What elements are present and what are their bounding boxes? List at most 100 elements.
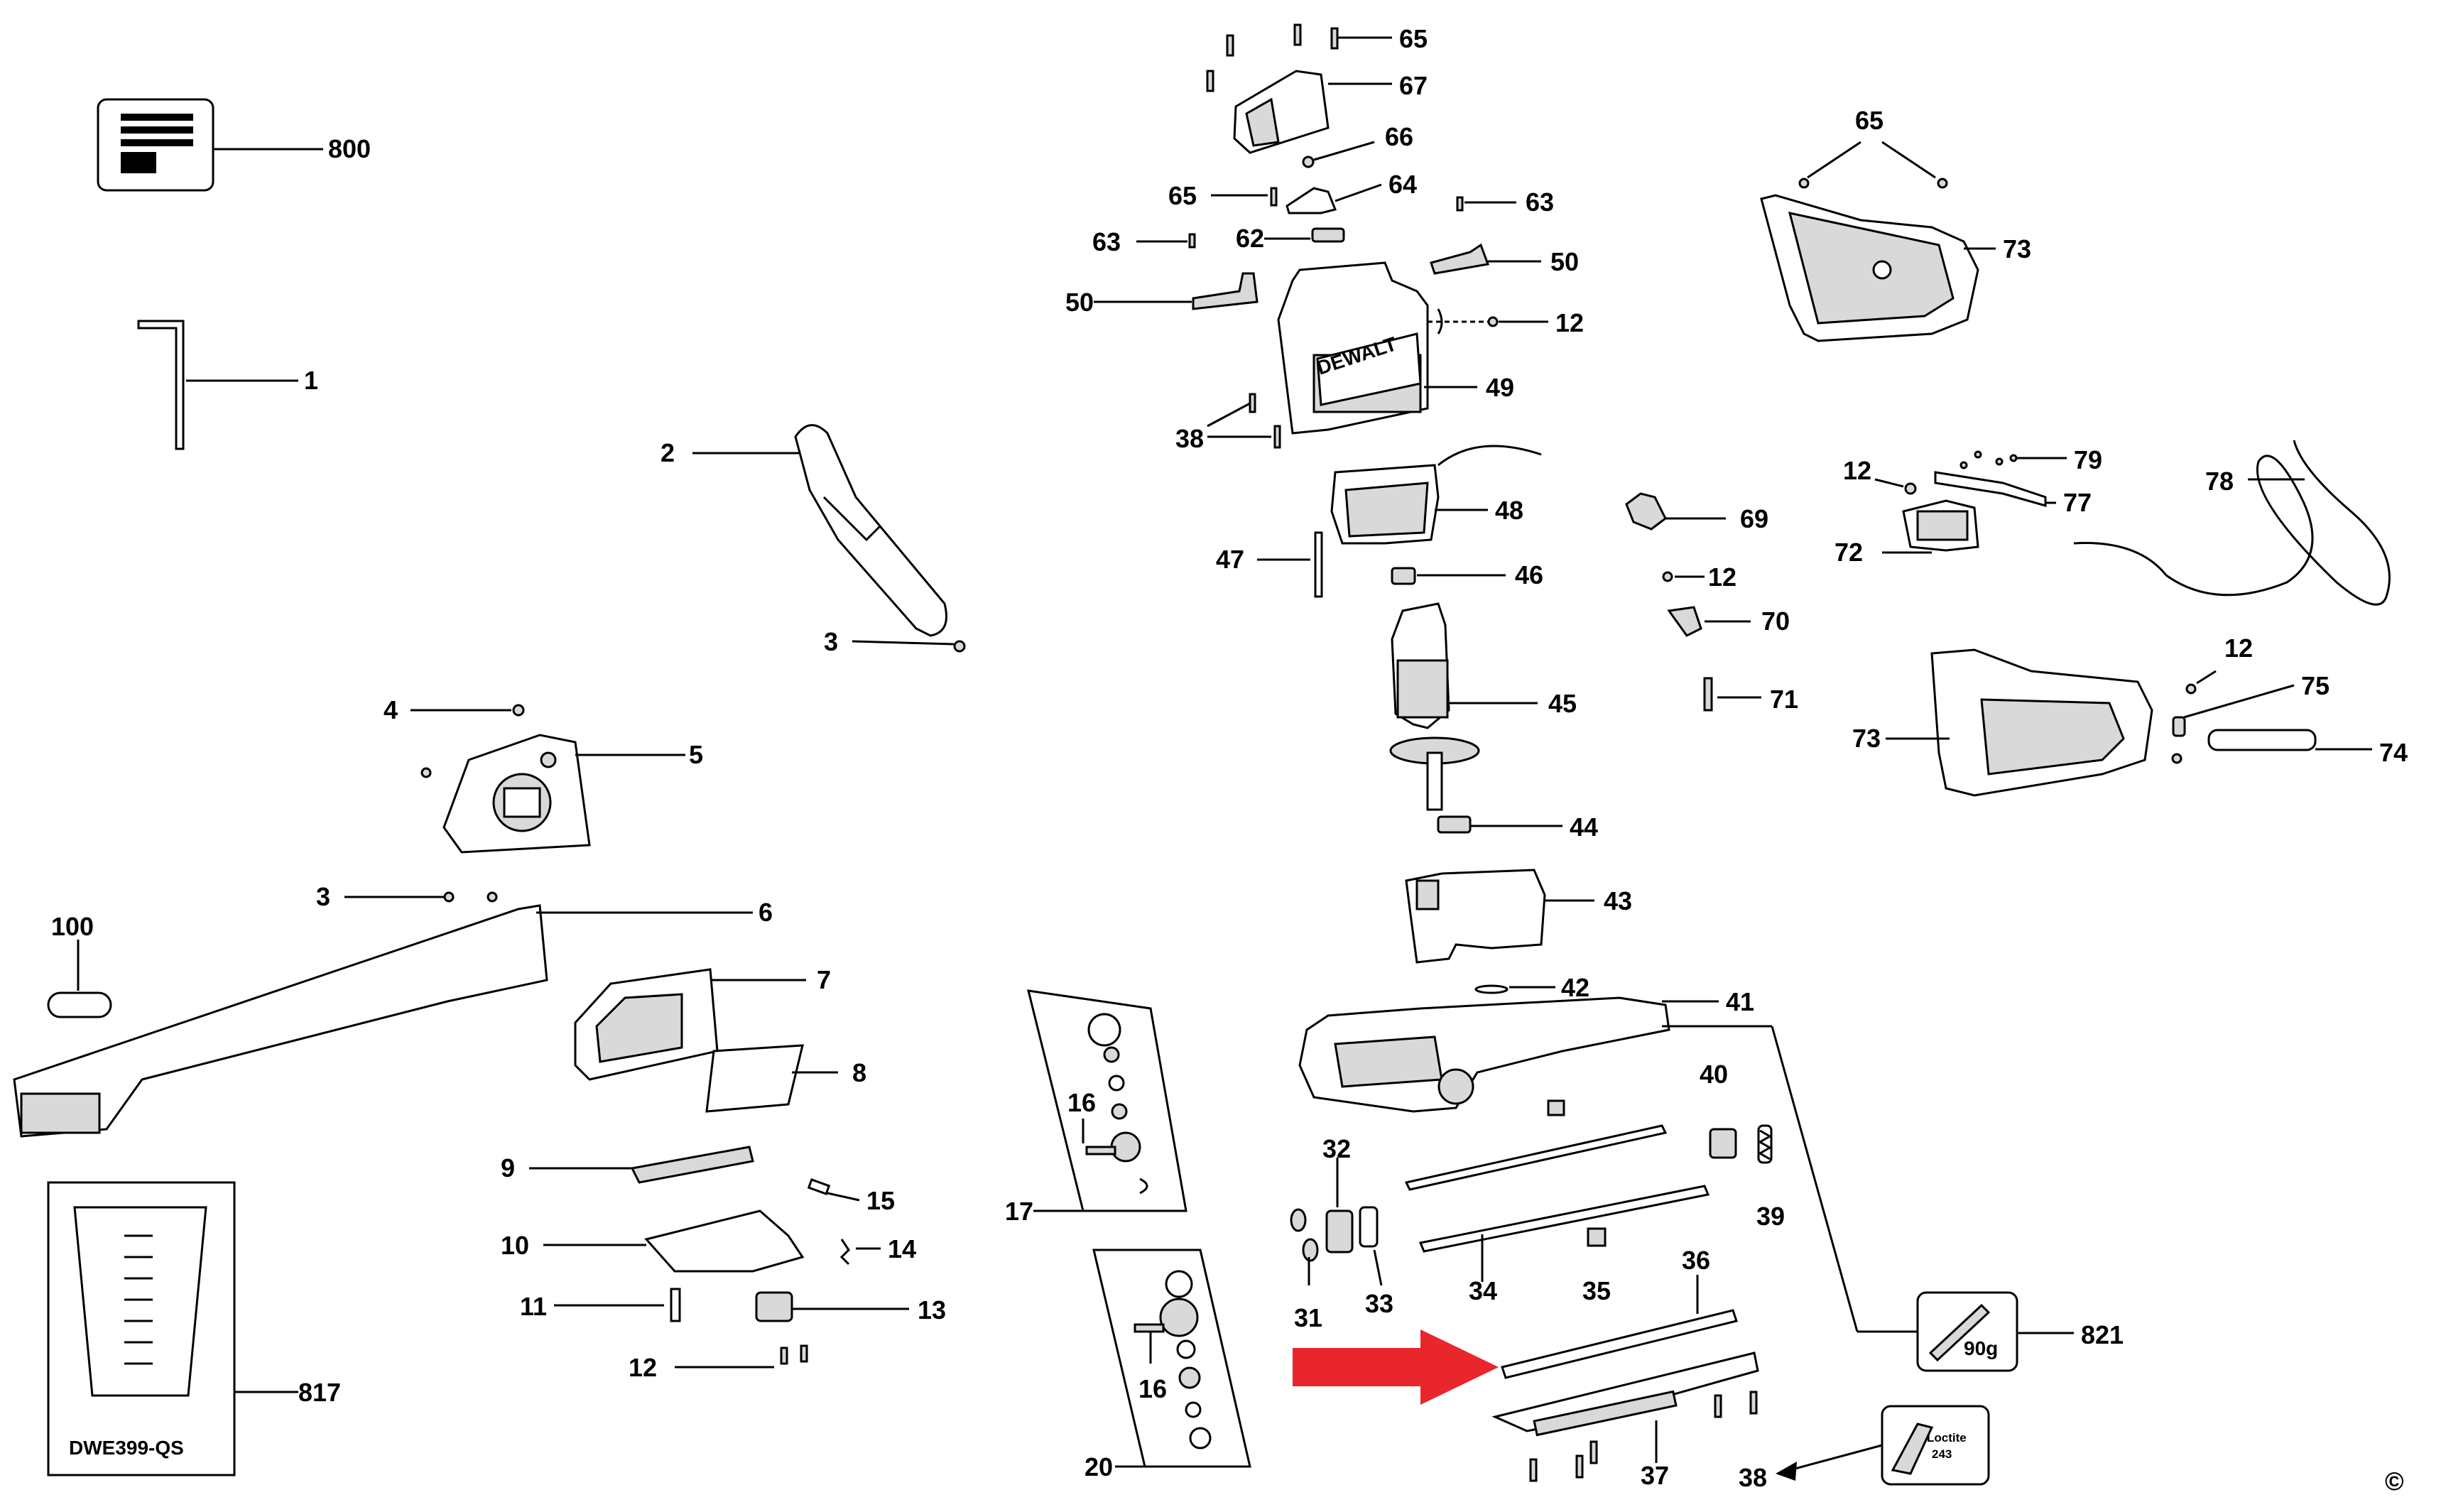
callout-41: 41 [1726,987,1754,1016]
callout-44: 44 [1570,812,1598,842]
part-65-screws-top [1206,23,1392,92]
loctite-label: Loctite [1927,1431,1967,1445]
callout-69: 69 [1740,504,1768,533]
part-63-screw-left [1136,233,1196,249]
part-38-screws-motor [1207,393,1281,449]
part-100-gauge-sheet [47,1181,298,1476]
part-47-rod [1257,531,1323,598]
part-32-block [1325,1158,1354,1253]
callout-64: 64 [1388,170,1417,199]
part-43-gear-housing [1405,869,1594,964]
part-38-screws-base [1529,1391,1758,1482]
callout-50-right: 50 [1550,247,1579,276]
part-12-screw-right [2185,670,2217,695]
part-40-slider [1709,1128,1737,1159]
part-36-plate [1501,1275,1738,1379]
part-15-pin [807,1177,860,1202]
part-4-screw [411,704,525,717]
part-73-housing-top [1760,141,1996,342]
callout-34: 34 [1469,1276,1497,1305]
part-50-clip-right [1430,243,1541,275]
callout-63-right: 63 [1526,187,1554,217]
callout-75: 75 [2301,671,2330,700]
callout-4: 4 [384,695,398,724]
callout-35: 35 [1582,1276,1611,1305]
callout-73-top: 73 [2003,234,2031,263]
callout-65-top: 65 [1399,24,1428,53]
part-loctite: Loctite 243 [1776,1405,1990,1486]
part-74-pin [2171,729,2372,764]
callout-11: 11 [520,1292,547,1321]
part-1-hex-key [137,320,298,450]
part-66-screw [1302,141,1375,168]
callout-48: 48 [1495,496,1523,525]
callout-3-top: 3 [824,627,838,656]
callout-100: 817 [298,1378,341,1407]
grease-amount: 90g [1964,1337,1998,1359]
callout-40: 40 [1700,1060,1728,1089]
part-50-clip-left [1094,272,1259,310]
part-33-gasket [1359,1206,1383,1286]
part-72-switch [1874,478,1979,554]
callout-70: 70 [1761,607,1790,636]
part-71-spring [1703,677,1761,712]
part-62-bushing [1264,227,1345,243]
part-35-pin [1587,1227,1607,1247]
callout-12-bottom: 12 [629,1353,657,1382]
callout-47: 47 [1216,545,1244,574]
callout-62: 62 [1236,224,1264,253]
callout-10: 10 [501,1231,529,1260]
callout-6: 6 [759,898,773,927]
part-70-cam [1667,606,1751,637]
callout-8: 8 [852,1058,866,1087]
callout-817: 100 [51,912,94,941]
part-78-cable [2073,440,2391,606]
callout-31: 31 [1294,1303,1322,1332]
part-44-bearing [1437,815,1562,834]
part-3-screw [852,640,966,653]
part-64-clip [1285,183,1382,214]
part-34-shafts [1404,1099,1710,1282]
part-821-label [97,98,323,192]
callout-79: 79 [2074,445,2102,474]
part-14-spring [839,1239,881,1266]
callout-12-motor: 12 [1555,308,1584,337]
part-49-motor-housing: DEWALT [1277,261,1548,435]
part-77-trigger [1934,471,2056,507]
part-6-fence-bar [13,891,753,1138]
callout-16-bottom: 16 [1138,1374,1167,1403]
part-12-screw-mid [1662,571,1705,582]
part-39-spring [1757,1124,1773,1164]
part-42-ring [1474,984,1555,994]
part-8-plate [705,1044,838,1113]
part-79-screws [1959,450,2067,469]
part-45-armature [1389,602,1538,811]
part-75-nut [2172,684,2295,737]
callout-49: 49 [1486,373,1514,402]
part-67-top-cover [1233,70,1392,154]
part-41-gear-case [1298,996,1859,1332]
callout-50-left: 50 [1065,288,1094,317]
part-7-cover [574,968,806,1081]
callout-78: 78 [2205,467,2234,496]
callout-2: 2 [661,438,675,467]
callout-38-motor: 38 [1175,424,1204,453]
callout-12-right: 12 [2224,633,2253,663]
callout-15: 15 [866,1186,895,1215]
callout-36: 36 [1682,1246,1710,1275]
callout-7: 7 [817,965,831,994]
copyright-symbol: © [2385,1467,2404,1496]
part-5-guard [420,734,685,854]
part-800-grease: 90g [1857,1291,2074,1372]
callout-43: 43 [1604,886,1632,915]
part-65-screw-left [1211,187,1278,207]
part-63-screw-right [1456,196,1516,212]
callout-38-base: 38 [1739,1463,1767,1492]
callout-13: 13 [918,1295,946,1325]
part-73-housing-bottom [1886,648,2153,797]
callout-12-mid: 12 [1708,562,1736,592]
part-9-bracket [529,1146,754,1184]
callout-42: 42 [1561,973,1589,1002]
part-17-kit-panel [1027,989,1187,1212]
